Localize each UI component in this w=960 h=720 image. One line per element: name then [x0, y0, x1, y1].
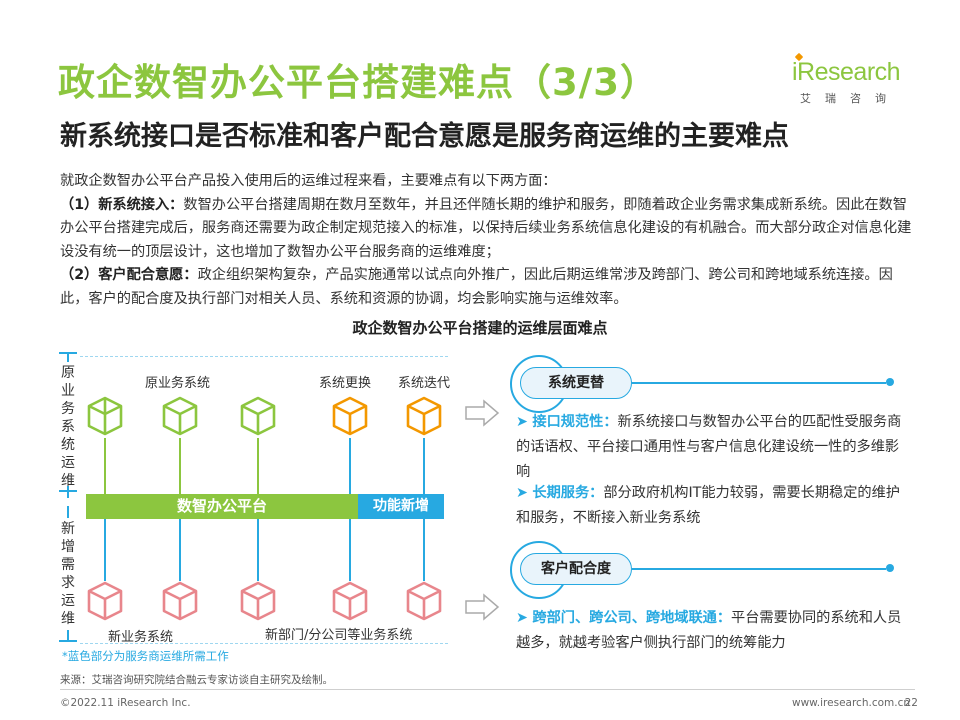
top-dashed-guide: [80, 356, 448, 357]
item-interface-text: 新系统接口与数智办公平台的匹配性受服务商的话语权、平台接口通用性与客户信息化建设…: [516, 414, 902, 480]
axis-mid-line-1: [67, 486, 69, 498]
pill-1-line: [632, 382, 886, 384]
bottom-dashed-guide: [80, 643, 448, 644]
diagram-title: 政企数智办公平台搭建的运维层面难点: [352, 319, 608, 337]
item-long-service: ➤ 长期服务：部分政府机构IT能力较弱，需要长期稳定的维护和服务，不断接入新业务…: [516, 481, 906, 531]
intro-text: 就政企数智办公平台产品投入使用后的运维过程来看，主要难点有以下两方面： （1）新…: [60, 170, 920, 312]
item-cross-dept-text: 平台需要协同的系统和人员越多，就越考验客户侧执行部门的统筹能力: [516, 610, 902, 651]
item-interface-key: 接口规范性：: [532, 414, 618, 430]
new-dept-label: 新部门/分公司等业务系统: [265, 628, 413, 643]
axis-mid-line-2: [67, 506, 69, 518]
diagram-note: *蓝色部分为服务商运维所需工作: [62, 649, 229, 663]
pill-1-dot: [886, 378, 894, 386]
orange-cube-icon: [406, 396, 442, 436]
pill-2-line: [632, 568, 886, 570]
item-cross-dept: ➤ 跨部门、跨公司、跨地域联通：平台需要协同的系统和人员越多，就越考验客户侧执行…: [516, 606, 906, 656]
source-note: 来源：艾瑞咨询研究院结合融云专家访谈自主研究及绘制。: [60, 674, 333, 686]
point-1-text: 数智办公平台搭建周期在数月至数年，并且还伴随长期的维护和服务，即随着政企业务需求…: [60, 196, 912, 260]
item-long-service-key: 长期服务：: [532, 485, 604, 501]
red-cube-icon: [332, 581, 368, 621]
arrow-right-icon: [465, 593, 500, 621]
axis-bottom-line: [67, 630, 69, 640]
item-interface: ➤ 接口规范性：新系统接口与数智办公平台的匹配性受服务商的话语权、平台接口通用性…: [516, 410, 906, 485]
bottom-connectors: [104, 519, 425, 581]
point-2-label: （2）客户配合意愿：: [60, 267, 198, 284]
item-cross-dept-key: 跨部门、跨公司、跨地域联通：: [532, 610, 732, 626]
point-2-text: 政企组织架构复杂，产品实施通常以试点向外推广，因此后期运维常涉及跨部门、跨公司和…: [60, 267, 893, 307]
red-cube-icon: [240, 581, 276, 621]
logo-wordmark: iResearch: [792, 58, 901, 86]
orange-cube-icon: [332, 396, 368, 436]
axis-top-label: 原业务系统运维: [61, 365, 75, 489]
axis-top-line: [67, 352, 69, 362]
logo-chinese: 艾瑞咨询: [800, 92, 900, 105]
chevron-right-icon: ➤: [516, 485, 528, 501]
red-cube-icon: [87, 581, 123, 621]
green-cube-icon: [87, 396, 123, 436]
intro-point-2: （2）客户配合意愿：政企组织架构复杂，产品实施通常以试点向外推广，因此后期运维常…: [60, 264, 920, 311]
system-replace-pill: 系统更替: [520, 367, 632, 399]
page-number: 22: [904, 697, 918, 709]
intro-point-1: （1）新系统接入：数智办公平台搭建周期在数月至数年，并且还伴随长期的维护和服务，…: [60, 194, 920, 265]
new-business-label: 新业务系统: [108, 630, 174, 645]
system-iterate-label: 系统迭代: [398, 376, 451, 391]
top-connectors: [104, 438, 425, 494]
red-cube-icon: [406, 581, 442, 621]
original-system-label: 原业务系统: [145, 376, 211, 391]
page-subtitle: 新系统接口是否标准和客户配合意愿是服务商运维的主要难点: [60, 121, 789, 152]
website-link[interactable]: www.iresearch.com.cn: [792, 697, 911, 709]
intro-line: 就政企数智办公平台产品投入使用后的运维过程来看，主要难点有以下两方面：: [60, 173, 557, 189]
chevron-right-icon: ➤: [516, 414, 528, 430]
platform-bar: 数智办公平台: [86, 494, 358, 519]
arrow-right-icon: [465, 399, 500, 427]
copyright: ©2022.11 iResearch Inc.: [60, 697, 191, 709]
axis-bottom-tick: [59, 640, 77, 642]
axis-mid-tick: [59, 490, 77, 492]
iresearch-logo: iResearch 艾瑞咨询: [792, 52, 912, 108]
new-function-bar: 功能新增: [358, 494, 444, 519]
chevron-right-icon: ➤: [516, 610, 528, 626]
green-cube-icon: [162, 396, 198, 436]
system-replace-label: 系统更换: [319, 376, 372, 391]
green-cube-icon: [240, 396, 276, 436]
red-cube-icon: [162, 581, 198, 621]
page-title: 政企数智办公平台搭建难点（3/3）: [58, 61, 659, 104]
point-1-label: （1）新系统接入：: [60, 196, 184, 213]
footer-divider: [60, 689, 915, 690]
pill-2-dot: [886, 564, 894, 572]
item-long-service-text: 部分政府机构IT能力较弱，需要长期稳定的维护和服务，不断接入新业务系统: [516, 485, 900, 526]
customer-cooperation-pill: 客户配合度: [520, 553, 632, 585]
axis-bottom-label: 新增需求运维: [61, 521, 75, 627]
